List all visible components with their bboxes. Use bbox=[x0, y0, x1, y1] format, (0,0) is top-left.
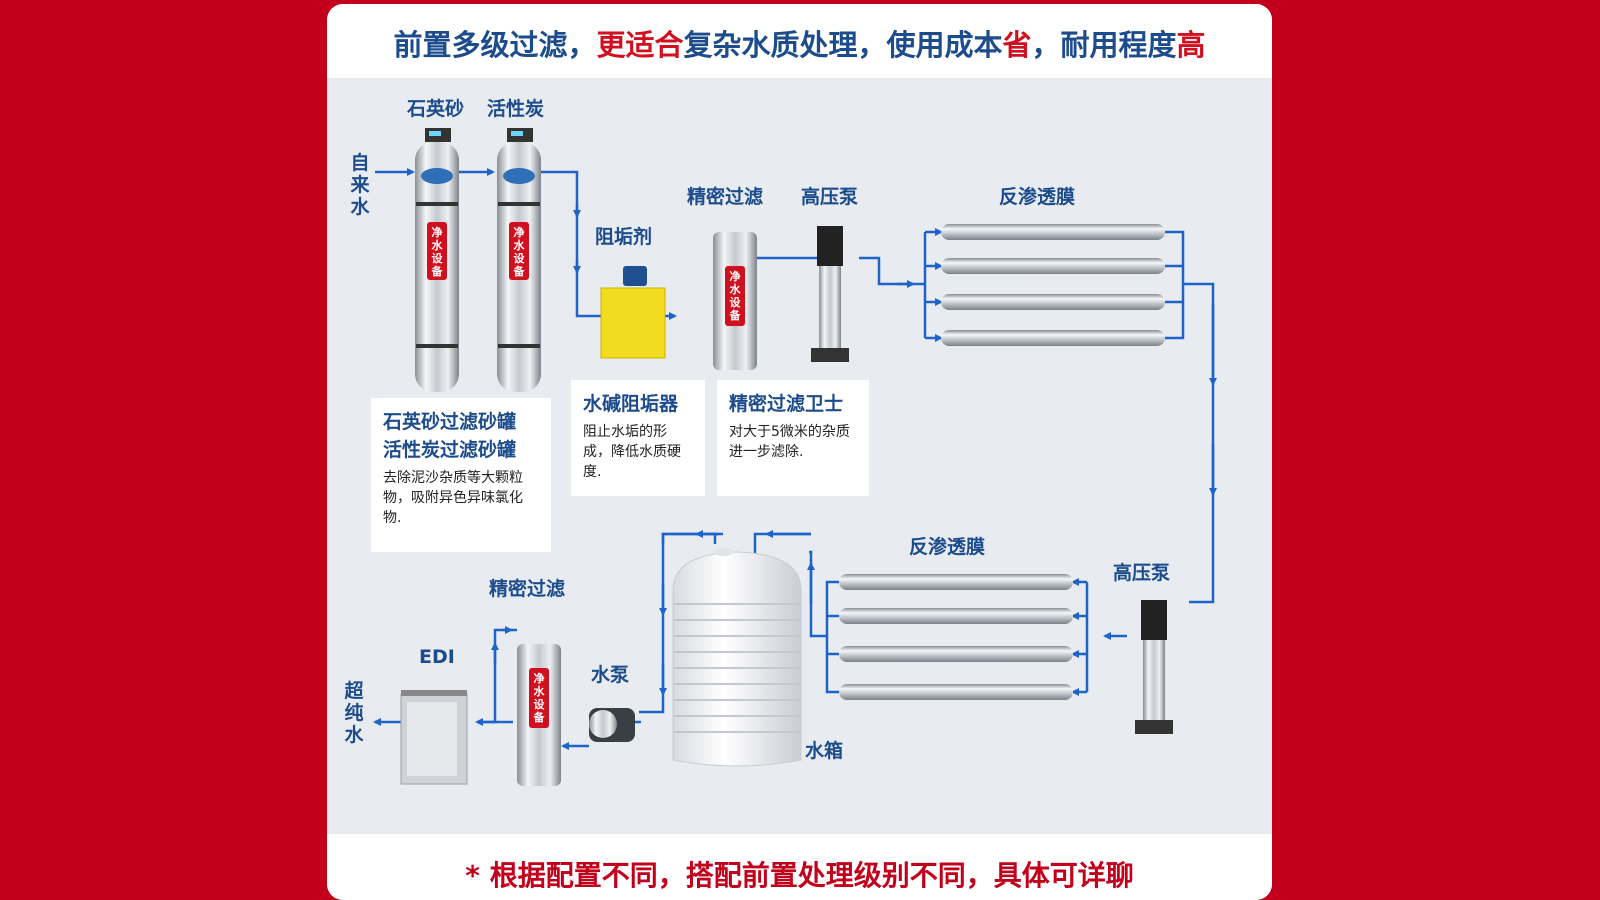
title-part-5: 高 bbox=[1176, 28, 1206, 62]
footer-note: * 根据配置不同，搭配前置处理级别不同，具体可详聊 bbox=[465, 859, 1134, 892]
label-ro-membrane-2: 反渗透膜 bbox=[909, 536, 986, 558]
tank-badge-sand-label: 净水设备 bbox=[431, 226, 443, 278]
label-precision-filter-2: 精密过滤 bbox=[489, 578, 566, 600]
label-tap-water: 自来水 bbox=[350, 152, 370, 218]
label-high-pressure-pump: 高压泵 bbox=[801, 186, 859, 208]
ro-membrane-icon-2 bbox=[839, 574, 1073, 700]
water-pump-icon bbox=[589, 708, 635, 742]
vertical-pump-icon bbox=[811, 226, 849, 362]
info-box-guard: 精密过滤卫士 对大于5微米的杂质进一步滤除. bbox=[717, 380, 869, 496]
process-flow-diagram bbox=[373, 128, 1217, 786]
label-water-pump: 水泵 bbox=[591, 664, 630, 686]
info-box-guard-title: 精密过滤卫士 bbox=[729, 393, 844, 415]
title-part-2: 复杂水质处理，使用成本 bbox=[683, 28, 1003, 62]
vertical-pump-icon-2 bbox=[1135, 600, 1173, 734]
tank-badge-carbon-label: 净水设备 bbox=[513, 226, 525, 278]
ro-membrane-icon bbox=[941, 224, 1165, 346]
dosing-tank-icon bbox=[600, 266, 666, 359]
water-tank-icon bbox=[672, 548, 802, 767]
page-title: 前置多级过滤，更适合复杂水质处理，使用成本省，耐用程度高 bbox=[327, 22, 1272, 64]
edi-module-icon bbox=[400, 690, 468, 785]
info-box-softener: 水碱阻垢器 阻止水垢的形成，降低水质硬度. bbox=[571, 380, 705, 496]
label-edi: EDI bbox=[419, 646, 455, 668]
info-box-sand-filter: 石英砂过滤砂罐 活性炭过滤砂罐 去除泥沙杂质等大颗粒物，吸附异色异味氯化物. bbox=[371, 398, 551, 552]
label-precision-filter: 精密过滤 bbox=[687, 186, 764, 208]
tank-badge-filter2-label: 净水设备 bbox=[533, 672, 545, 724]
label-activated-carbon: 活性炭 bbox=[487, 98, 545, 120]
diagram-card: 前置多级过滤，更适合复杂水质处理，使用成本省，耐用程度高 石英砂 活性炭 自来水… bbox=[327, 4, 1272, 900]
info-box-sand-title-2: 活性炭过滤砂罐 bbox=[383, 439, 517, 461]
info-box-sand-desc: 去除泥沙杂质等大颗粒物，吸附异色异味氯化物. bbox=[383, 470, 523, 526]
info-box-softener-desc: 阻止水垢的形成，降低水质硬度. bbox=[583, 424, 681, 480]
tank-badge-filter-label: 净水设备 bbox=[729, 270, 741, 322]
precision-filter-icon-2 bbox=[517, 644, 561, 786]
info-box-sand-title-1: 石英砂过滤砂罐 bbox=[383, 411, 517, 433]
carbon-tank-icon bbox=[497, 128, 541, 392]
header-bar bbox=[327, 4, 1272, 78]
title-part-0: 前置多级过滤， bbox=[393, 28, 597, 62]
info-box-guard-desc: 对大于5微米的杂质进一步滤除. bbox=[729, 424, 850, 460]
title-part-3: 省 bbox=[1002, 28, 1032, 62]
pipe-network bbox=[373, 168, 1217, 750]
label-scale-inhibitor: 阻垢剂 bbox=[595, 226, 653, 248]
label-quartz-sand: 石英砂 bbox=[407, 98, 465, 120]
sand-tank-icon bbox=[415, 128, 459, 392]
precision-filter-icon bbox=[713, 232, 757, 370]
title-part-1: 更适合 bbox=[596, 28, 684, 62]
label-water-tank: 水箱 bbox=[805, 740, 844, 762]
label-ro-membrane: 反渗透膜 bbox=[999, 186, 1076, 208]
info-box-softener-title: 水碱阻垢器 bbox=[583, 393, 679, 415]
label-ultrapure-water: 超纯水 bbox=[344, 680, 364, 746]
title-part-4: ，耐用程度 bbox=[1031, 28, 1177, 62]
footer-bar bbox=[327, 834, 1272, 900]
label-high-pressure-pump-2: 高压泵 bbox=[1113, 562, 1171, 584]
